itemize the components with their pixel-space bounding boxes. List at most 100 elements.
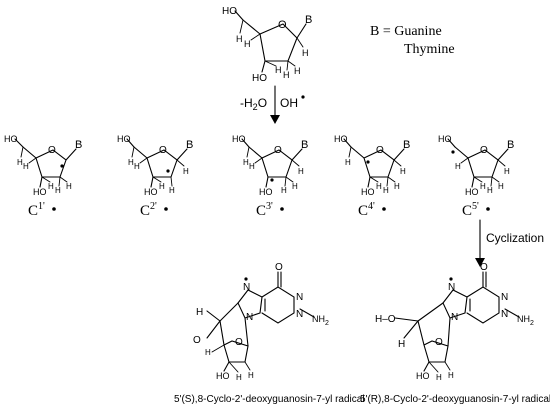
svg-text:H: H <box>128 158 134 167</box>
arrow-oh-attack: -H2O OH <box>240 85 305 124</box>
svg-text:HO: HO <box>144 187 158 197</box>
svg-text:H: H <box>383 186 389 195</box>
svg-text:H: H <box>487 186 493 195</box>
svg-text:O: O <box>435 337 443 348</box>
svg-text:B: B <box>507 139 514 151</box>
base-definition-line2: Thymine <box>404 42 455 57</box>
svg-text:N: N <box>451 312 458 323</box>
radical-label-c2: C2' <box>140 201 157 219</box>
svg-text:O: O <box>235 337 243 348</box>
svg-text:H: H <box>394 182 400 191</box>
arrow-cyclization: Cyclization <box>475 219 544 267</box>
top-deoxyribose: O HO H H B H H H H HO <box>222 6 312 84</box>
caption-r-isomer: 5'(R),8-Cyclo-2'-deoxyguanosin-7-yl radi… <box>360 394 550 405</box>
svg-text:HO: HO <box>33 187 47 197</box>
radical-label-c4: C4' <box>358 201 375 219</box>
product-r-isomer: O N N NH2 N N H–O H O H HO H 5'(R),8-Cyc… <box>360 262 550 405</box>
svg-text:H: H <box>436 373 442 382</box>
radical-dot <box>301 95 305 99</box>
svg-text:H: H <box>249 162 255 171</box>
radical-label-c3: C3' <box>256 201 273 219</box>
svg-text:H: H <box>281 186 287 195</box>
svg-text:H: H <box>196 307 203 318</box>
svg-text:HO: HO <box>334 134 348 144</box>
h-label: H <box>302 48 309 58</box>
svg-text:H: H <box>23 162 29 171</box>
svg-text:H: H <box>236 373 242 382</box>
svg-text:O: O <box>193 335 201 346</box>
radical-c3: O HO H H B H H H HO C3' <box>232 134 308 219</box>
amino-label: NH2 <box>312 314 329 327</box>
svg-text:H: H <box>134 162 140 171</box>
svg-text:O: O <box>48 145 56 156</box>
svg-text:H: H <box>66 182 72 191</box>
svg-text:H: H <box>504 167 510 176</box>
svg-text:H: H <box>159 182 165 191</box>
svg-text:H: H <box>292 182 298 191</box>
svg-text:HO: HO <box>216 371 230 381</box>
svg-text:HO: HO <box>117 134 131 144</box>
svg-text:H: H <box>48 182 54 191</box>
svg-text:H: H <box>498 182 504 191</box>
svg-text:H: H <box>448 371 454 380</box>
svg-text:H: H <box>400 167 406 176</box>
hydroxyl-label: HO <box>252 73 267 84</box>
svg-text:H: H <box>298 167 304 176</box>
svg-text:HO: HO <box>232 134 246 144</box>
radical-c1: O HO H H B H H H HO C1' <box>4 134 82 219</box>
svg-text:N: N <box>243 282 250 293</box>
svg-text:B: B <box>75 139 82 151</box>
h-label: H <box>236 34 243 44</box>
svg-text:H: H <box>169 186 175 195</box>
svg-text:NH2: NH2 <box>517 314 534 327</box>
svg-text:N: N <box>501 309 508 320</box>
svg-text:H: H <box>183 167 189 176</box>
svg-text:B: B <box>301 139 308 151</box>
svg-text:N: N <box>296 309 303 320</box>
svg-text:H: H <box>55 186 61 195</box>
svg-text:H: H <box>345 158 351 167</box>
ring-oxygen: O <box>278 19 287 31</box>
radical-c4: O HO H B H H H H HO C4' <box>334 134 410 219</box>
svg-text:H: H <box>398 339 405 350</box>
h-label: H <box>283 70 290 80</box>
svg-text:N: N <box>246 312 253 323</box>
svg-text:HO: HO <box>4 134 18 144</box>
svg-text:HO: HO <box>259 187 273 197</box>
water-loss-label: -H2O <box>240 96 267 112</box>
svg-text:H: H <box>455 162 461 171</box>
h-label: H <box>275 65 282 75</box>
radical-c5: O HO H B H H H H HO C5' <box>438 134 514 219</box>
svg-text:O: O <box>480 145 488 156</box>
cyclization-label: Cyclization <box>486 231 544 245</box>
h-label: H <box>294 66 301 76</box>
svg-text:HO: HO <box>416 371 430 381</box>
hydroxyl-label: HO <box>222 6 237 17</box>
svg-text:HO: HO <box>361 187 375 197</box>
svg-text:O: O <box>480 262 488 273</box>
svg-text:H: H <box>248 371 254 380</box>
base-label: B <box>305 14 312 26</box>
h-label: H <box>244 39 251 49</box>
svg-text:H: H <box>17 158 23 167</box>
svg-text:O: O <box>275 262 283 273</box>
svg-text:O: O <box>376 145 384 156</box>
svg-text:N: N <box>501 292 508 303</box>
svg-text:H: H <box>480 182 486 191</box>
radical-label-c1: C1' <box>28 201 45 219</box>
svg-text:B: B <box>186 139 193 151</box>
svg-text:H: H <box>376 182 382 191</box>
svg-text:HO: HO <box>465 187 479 197</box>
svg-text:HO: HO <box>438 134 452 144</box>
svg-text:H–O: H–O <box>375 314 396 325</box>
svg-text:H: H <box>243 158 249 167</box>
svg-text:B: B <box>403 139 410 151</box>
radical-label-c5: C5' <box>462 201 479 219</box>
svg-text:H: H <box>205 348 211 357</box>
base-definition-line1: B = Guanine <box>370 24 442 39</box>
caption-s-isomer: 5'(S),8-Cyclo-2'-deoxyguanosin-7-yl radi… <box>174 394 365 405</box>
product-s-isomer: O N N NH2 N N H O O H H HO H 5'(S),8-Cyc… <box>174 262 365 405</box>
radical-c2: O HO H H B H H H HO C2' <box>117 134 193 219</box>
